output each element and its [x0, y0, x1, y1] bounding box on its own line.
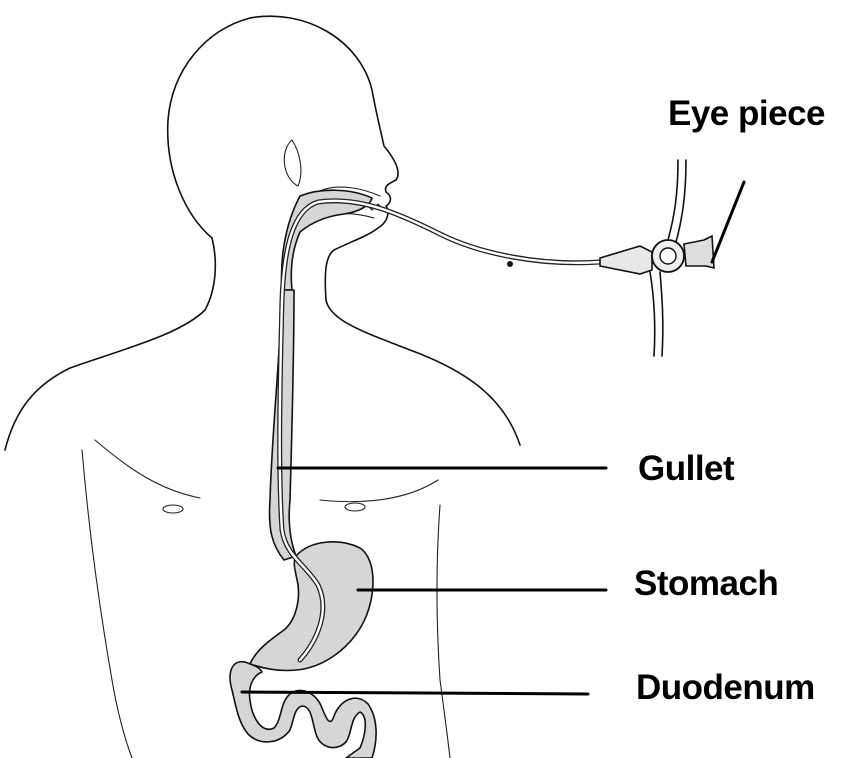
stomach-label: Stomach — [634, 566, 778, 601]
eye-piece-leader — [712, 182, 744, 262]
tube-marker — [507, 261, 513, 267]
stomach — [250, 542, 373, 671]
gullet-label: Gullet — [638, 451, 734, 486]
right-nipple — [345, 503, 365, 511]
right-chest-line — [320, 480, 438, 502]
duodenum-label: Duodenum — [636, 670, 815, 705]
torso — [82, 440, 450, 758]
head-and-back-outline — [5, 18, 250, 450]
right-shoulder — [326, 300, 520, 445]
face-profile — [250, 16, 398, 300]
control-handle — [600, 246, 652, 274]
left-nipple — [163, 505, 183, 513]
light-cable-up-inner — [668, 160, 678, 240]
left-arm-line — [82, 450, 132, 758]
eye-piece-cap — [684, 236, 714, 268]
control-knob-inner — [660, 248, 676, 264]
eye-piece-label: Eye piece — [668, 96, 825, 131]
duodenum-leader — [242, 692, 588, 694]
duodenum — [230, 662, 376, 758]
light-cable-down-inner — [660, 272, 663, 356]
ear — [284, 140, 301, 186]
left-chest-line — [95, 440, 200, 498]
right-arm-line — [437, 505, 450, 758]
light-cable-down — [650, 272, 655, 356]
